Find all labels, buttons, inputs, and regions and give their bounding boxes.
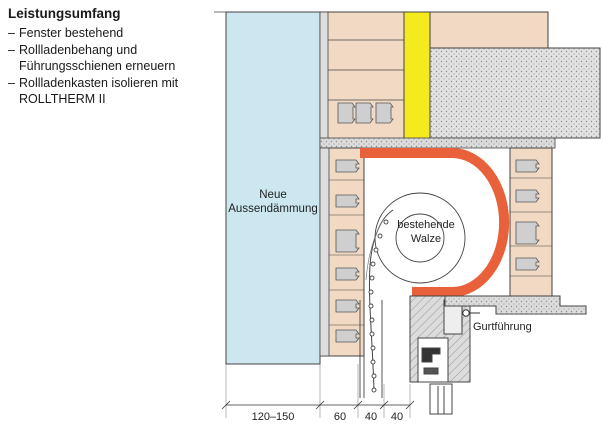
dim-wall: 60	[334, 411, 346, 423]
dim-frame: 40	[391, 411, 403, 423]
yellow-layer	[403, 11, 431, 141]
dim-curtain: 40	[365, 411, 377, 423]
insulation-label-line1: Neue	[259, 189, 287, 201]
roller-label-line2: Walze	[411, 233, 441, 245]
roller-label-line1: bestehende	[397, 219, 455, 231]
rolltherm-insulation	[360, 148, 510, 297]
anchor-ties	[335, 102, 540, 343]
scope-item-window: Fenster bestehend	[8, 25, 213, 42]
insulation-label-line2: Aussendämmung	[228, 203, 318, 215]
shutter-curtain	[365, 209, 394, 393]
dimension-line	[221, 400, 415, 410]
scope-of-work: Leistungsumfang Fenster bestehend Rollla…	[8, 6, 213, 108]
outer-insulation	[225, 11, 321, 365]
scope-item-insulation: Rollladenkasten isolieren mit ROLLTHERM …	[8, 75, 213, 108]
strap-guide	[461, 309, 480, 326]
guide-rails	[359, 300, 383, 398]
window-frame	[409, 295, 471, 415]
box-left-wall	[319, 147, 365, 357]
roller-inner	[395, 213, 445, 263]
guide-label: Gurtführung	[473, 321, 532, 333]
scope-title: Leistungsumfang	[8, 6, 121, 21]
dim-insulation: 120–150	[252, 411, 295, 423]
scope-list: Fenster bestehend Rollladenbehang und Fü…	[8, 25, 213, 108]
scope-item-shutter: Rollladenbehang und Führungsschienen ern…	[8, 42, 213, 75]
